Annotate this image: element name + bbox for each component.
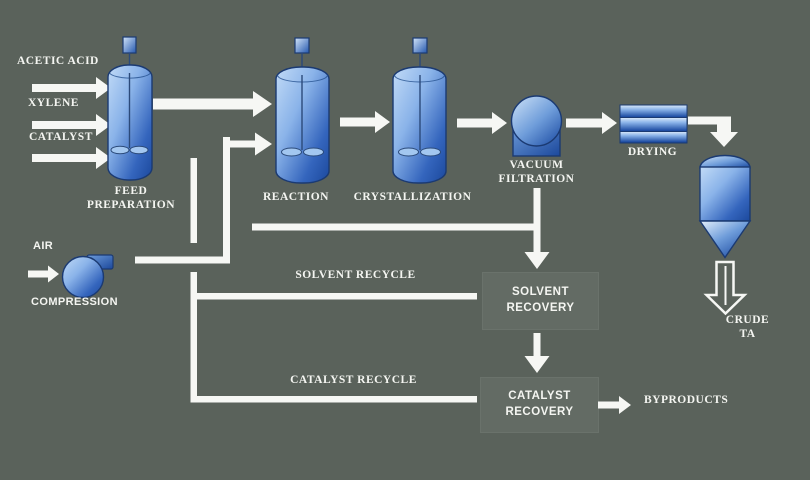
hopper-body — [699, 166, 751, 222]
compressor-casing — [61, 255, 105, 299]
label-air: AIR — [33, 240, 54, 252]
arrow-solvent-to-catalyst-recovery — [524, 333, 550, 373]
solvent-recovery-unit: SOLVENT RECOVERY — [482, 272, 599, 330]
arrow-into-solvent-recovery — [524, 252, 550, 269]
arrow-filtration-to-drying — [566, 112, 617, 134]
reaction-impeller — [281, 147, 302, 157]
label-drying: DRYING — [627, 146, 678, 158]
label-crude-ta: CRUDE TA — [725, 314, 770, 340]
product-hopper — [698, 154, 752, 259]
catalyst-recycle-line — [190, 396, 477, 403]
air-line-horizontal — [135, 256, 230, 264]
drying-unit — [619, 104, 688, 144]
label-acetic-acid: ACETIC ACID — [17, 55, 99, 67]
reaction-vessel — [275, 37, 330, 184]
recycle-return-line-lower — [190, 272, 197, 403]
arrow-reaction-to-crystallization — [340, 111, 390, 133]
arrow-acetic-acid-feed — [32, 77, 111, 99]
arrow-hopper-to-crude-ta — [703, 260, 748, 316]
arrow-feedprep-to-reaction — [153, 91, 272, 117]
feed-preparation-impeller — [110, 145, 130, 155]
crystallization-motor — [412, 37, 428, 54]
label-feed-preparation: FEED PREPARATION — [86, 185, 176, 211]
vacuum-filtration-dome — [510, 95, 563, 147]
air-line-vertical — [223, 137, 230, 263]
label-byproducts: BYPRODUCTS — [644, 394, 729, 406]
label-catalyst-recovery: CATALYST RECOVERY — [505, 390, 574, 418]
label-xylene: XYLENE — [28, 97, 79, 109]
crystallization-impeller — [420, 147, 441, 157]
arrow-drying-to-hopper — [688, 116, 738, 147]
label-crystallization: CRYSTALLIZATION — [353, 191, 472, 203]
hopper-dome — [699, 154, 751, 169]
label-compression: COMPRESSION — [31, 296, 118, 308]
label-solvent-recovery: SOLVENT RECOVERY — [506, 286, 575, 314]
arrow-air-to-reaction — [223, 132, 272, 156]
label-catalyst: CATALYST — [29, 131, 93, 143]
label-solvent-recycle: SOLVENT RECYCLE — [295, 269, 416, 281]
hopper-cone — [698, 220, 752, 259]
arrow-to-byproducts — [598, 396, 631, 414]
arrow-crystallization-to-filtration — [457, 112, 507, 134]
vacuum-filtration-unit — [510, 95, 563, 157]
reaction-motor — [294, 37, 310, 54]
feed-preparation-impeller — [129, 145, 149, 155]
catalyst-recovery-unit: CATALYST RECOVERY — [480, 377, 599, 433]
arrow-xylene-feed — [32, 114, 111, 136]
feed-preparation-motor — [122, 36, 137, 54]
label-vacuum-filtration: VACUUM FILTRATION — [498, 159, 575, 185]
compressor — [61, 254, 114, 299]
arrow-air-to-compressor — [28, 265, 59, 283]
reaction-impeller — [303, 147, 324, 157]
feed-preparation-vessel — [107, 36, 153, 181]
filtration-down-line — [533, 188, 541, 253]
label-catalyst-recycle: CATALYST RECYCLE — [290, 374, 417, 386]
solvent-feed-line — [252, 223, 541, 231]
crystallization-impeller — [398, 147, 419, 157]
solvent-recycle-line — [190, 293, 477, 300]
label-reaction: REACTION — [263, 191, 329, 203]
recycle-return-line-upper — [190, 158, 197, 243]
arrow-catalyst-feed — [32, 147, 111, 169]
crystallization-vessel — [392, 37, 447, 184]
